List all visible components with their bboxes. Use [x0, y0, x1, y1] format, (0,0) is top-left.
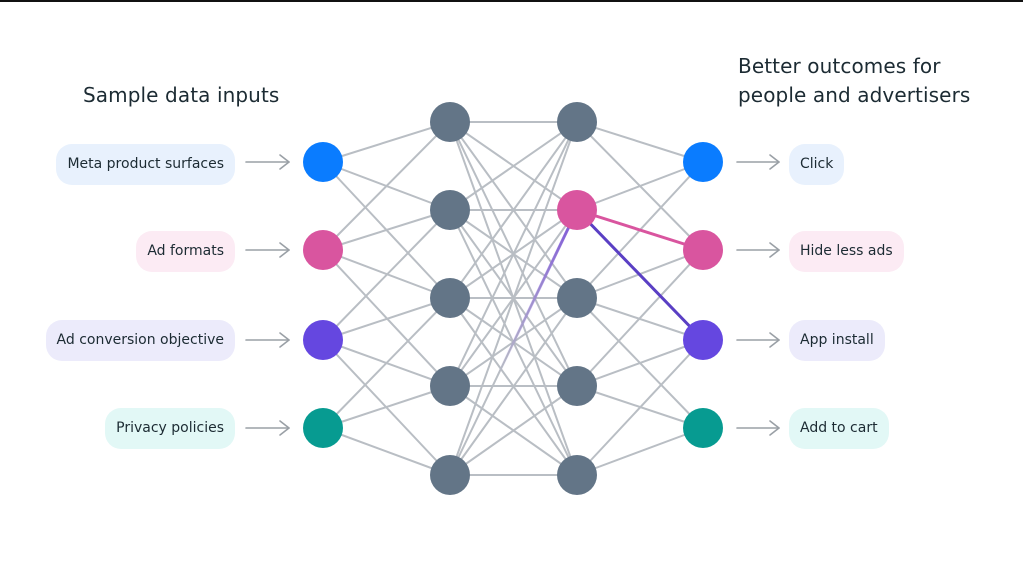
- hidden2-node: [557, 366, 597, 406]
- edge-hidden-hidden: [449, 121, 578, 211]
- hidden1-node: [430, 278, 470, 318]
- edge-hidden-output: [576, 339, 704, 387]
- hidden2-node-highlighted: [557, 190, 597, 230]
- input-label-ad-conversion-objective: Ad conversion objective: [45, 320, 235, 361]
- hidden1-node: [430, 455, 470, 495]
- edge-input-hidden: [322, 427, 451, 476]
- edge-hidden-output: [576, 161, 704, 211]
- input-node: [303, 142, 343, 182]
- output-label-app-install: App install: [789, 320, 885, 361]
- input-label-privacy-policies: Privacy policies: [105, 408, 235, 449]
- edge-input-hidden: [322, 297, 451, 429]
- edge-input-hidden: [322, 121, 451, 163]
- input-label-ad-formats: Ad formats: [136, 231, 235, 272]
- hidden1-node: [430, 366, 470, 406]
- output-label-hide-less-ads: Hide less ads: [789, 231, 904, 272]
- input-label-meta-product-surfaces: Meta product surfaces: [56, 144, 235, 185]
- arrows-layer: [245, 154, 780, 436]
- inputs-heading: Sample data inputs: [83, 83, 280, 107]
- edges-layer: [322, 121, 704, 476]
- output-label-add-to-cart: Add to cart: [789, 408, 889, 449]
- hidden2-node: [557, 102, 597, 142]
- outputs-heading: Better outcomes for people and advertise…: [738, 52, 970, 110]
- highlight-edge-partial: [496, 208, 579, 376]
- outputs-heading-line1: Better outcomes for: [738, 54, 941, 78]
- hidden1-node: [430, 190, 470, 230]
- edge-input-hidden: [322, 297, 451, 341]
- output-node: [683, 320, 723, 360]
- arrow-right-icon-head: [769, 242, 780, 258]
- input-node: [303, 320, 343, 360]
- outputs-heading-line2: people and advertisers: [738, 83, 971, 107]
- highlighted-edges-layer: [496, 208, 705, 376]
- edge-input-hidden: [322, 209, 451, 341]
- output-node: [683, 230, 723, 270]
- edge-hidden-output: [576, 249, 704, 387]
- arrow-right-icon-head: [279, 242, 290, 258]
- highlight-edge-app-install: [575, 208, 705, 342]
- output-node: [683, 142, 723, 182]
- arrow-right-icon-head: [279, 154, 290, 170]
- arrow-right-icon-head: [279, 332, 290, 348]
- edge-hidden-output: [576, 121, 704, 163]
- edge-input-hidden: [322, 385, 451, 429]
- highlight-edge-hide-less-ads: [575, 208, 705, 252]
- edge-hidden-hidden: [449, 121, 578, 299]
- top-border: [0, 0, 1023, 2]
- edge-hidden-output: [576, 339, 704, 476]
- arrow-right-icon-head: [769, 154, 780, 170]
- edge-input-hidden: [322, 121, 451, 251]
- input-node: [303, 230, 343, 270]
- hidden1-node: [430, 102, 470, 142]
- hidden2-node: [557, 455, 597, 495]
- output-label-click: Click: [789, 144, 845, 185]
- input-node: [303, 408, 343, 448]
- edge-input-hidden: [322, 209, 451, 251]
- hidden2-node: [557, 278, 597, 318]
- edge-hidden-hidden: [449, 297, 578, 476]
- arrow-right-icon-head: [279, 420, 290, 436]
- edge-hidden-hidden: [449, 121, 578, 476]
- edge-hidden-output: [576, 427, 704, 476]
- edge-hidden-hidden: [449, 121, 578, 387]
- arrow-right-icon-head: [769, 420, 780, 436]
- edge-hidden-hidden: [449, 385, 578, 476]
- arrow-right-icon-head: [769, 332, 780, 348]
- output-node: [683, 408, 723, 448]
- nodes-layer: [303, 102, 723, 495]
